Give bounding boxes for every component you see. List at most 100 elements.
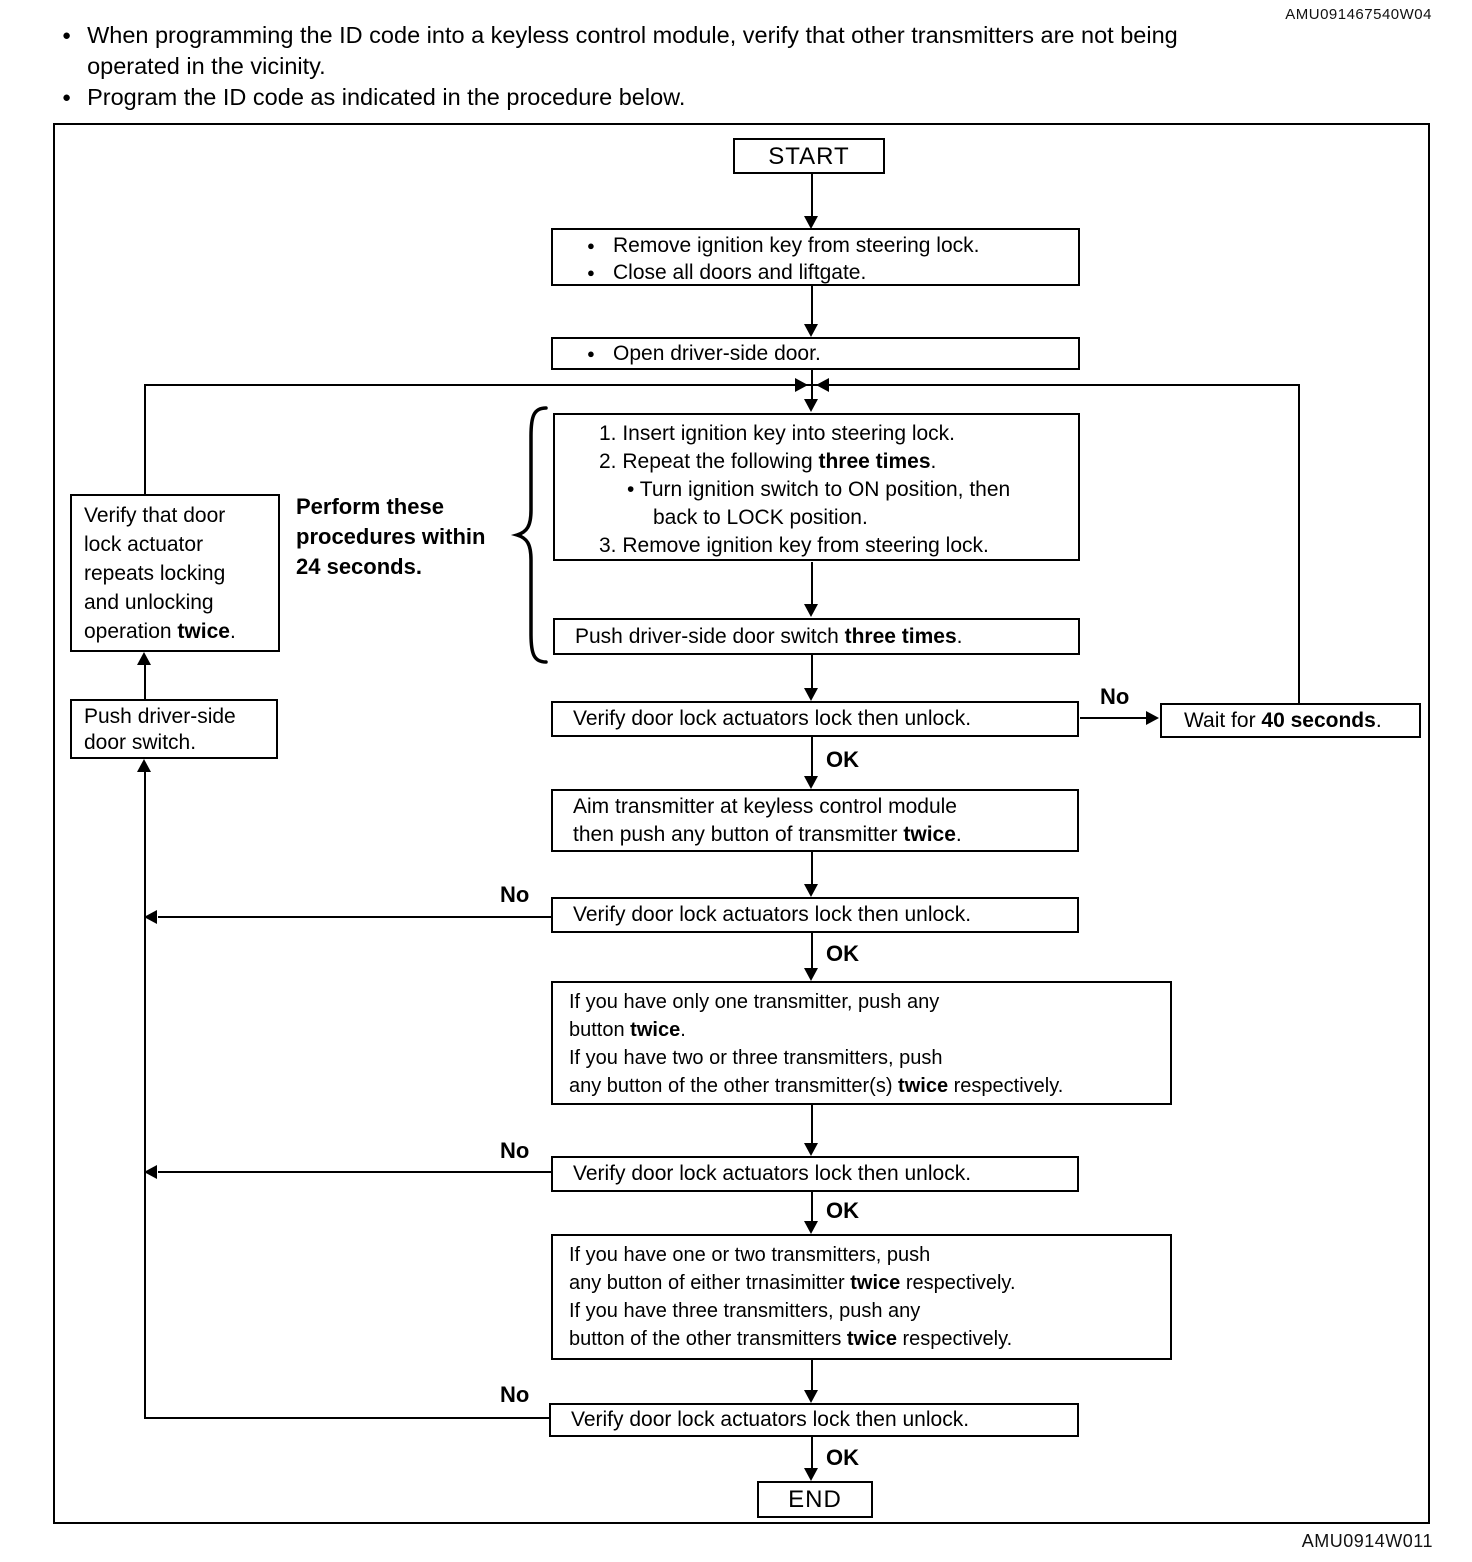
connector-line — [811, 1192, 813, 1221]
arrowhead-down — [804, 324, 818, 337]
bullet-icon: ● — [587, 238, 595, 253]
wait-box: Wait for 40 seconds. — [1160, 703, 1421, 738]
box-line: If you have one or two transmitters, pus… — [569, 1244, 931, 1266]
note-line: 24 seconds. — [296, 554, 422, 579]
intro-text: When programming the ID code into a keyl… — [87, 20, 1178, 82]
figure-code-top: AMU091467540W04 — [1285, 6, 1432, 23]
arrowhead-right — [1146, 711, 1159, 725]
step-line: back to LOCK position. — [653, 506, 868, 529]
connector-line — [811, 655, 813, 688]
box-line: lock actuator — [84, 533, 204, 556]
connector-line — [811, 852, 813, 884]
connector-line — [811, 1437, 813, 1468]
arrowhead-up — [137, 759, 151, 772]
box-line: then push any button of transmitter twic… — [573, 823, 962, 846]
timing-note: Perform these procedures within 24 secon… — [296, 492, 485, 582]
connector-line — [811, 562, 813, 604]
end-node: END — [757, 1481, 873, 1518]
aim-transmitter-box: Aim transmitter at keyless control modul… — [551, 789, 1079, 852]
loop-rail-line — [144, 772, 146, 1419]
flowchart-frame — [53, 123, 1430, 1524]
either-transmitter-box: If you have one or two transmitters, pus… — [551, 1234, 1172, 1360]
note-line: Perform these — [296, 494, 444, 519]
ok-label: OK — [826, 1445, 859, 1470]
box-line: any button of either trnasimitter twice … — [569, 1272, 1016, 1294]
step-line: ●Open driver-side door. — [553, 339, 1078, 369]
box-line: door switch. — [84, 731, 197, 754]
box-line: Push driver-side — [84, 705, 236, 728]
arrowhead-down — [804, 1390, 818, 1403]
note-line: procedures within — [296, 524, 486, 549]
box-line: If you have only one transmitter, push a… — [569, 991, 940, 1013]
prepare-step-box: ●Remove ignition key from steering lock.… — [551, 228, 1080, 286]
arrowhead-down — [804, 1143, 818, 1156]
arrowhead-right — [795, 378, 808, 392]
ok-label: OK — [826, 747, 859, 772]
box-line: Verify that door — [84, 504, 226, 527]
step-line: 1. Insert ignition key into steering loc… — [599, 422, 956, 445]
loop-rail-line — [144, 386, 146, 494]
arrowhead-left — [144, 1165, 157, 1179]
connector-line — [158, 1171, 551, 1173]
verify-box-1: Verify door lock actuators lock then unl… — [551, 701, 1079, 737]
step-line: ●Remove ignition key from steering lock. — [587, 234, 980, 257]
arrowhead-down — [804, 884, 818, 897]
box-line: any button of the other transmitter(s) t… — [569, 1075, 1064, 1097]
verify-repeat-box: Verify that door lock actuator repeats l… — [70, 494, 280, 652]
arrowhead-down — [804, 1221, 818, 1234]
step-line: 2. Repeat the following three times. — [599, 450, 937, 473]
bullet-icon: ● — [587, 346, 595, 361]
ok-label: OK — [826, 1198, 859, 1223]
push-switch-three-box: Push driver-side door switch three times… — [553, 618, 1080, 655]
connector-line — [144, 665, 146, 699]
key-procedure-box: 1. Insert ignition key into steering loc… — [553, 413, 1080, 561]
loop-rail-line — [1298, 385, 1300, 703]
connector-line — [811, 286, 813, 324]
arrowhead-left — [816, 378, 829, 392]
arrowhead-down — [804, 776, 818, 789]
box-line: button twice. — [569, 1019, 686, 1041]
bullet-icon: ● — [62, 27, 72, 44]
connector-line — [811, 1105, 813, 1143]
start-node: START — [733, 138, 885, 174]
verify-box-4: Verify door lock actuators lock then unl… — [549, 1403, 1079, 1437]
no-label: No — [1100, 684, 1130, 709]
arrowhead-down — [804, 968, 818, 981]
one-transmitter-box: If you have only one transmitter, push a… — [551, 981, 1172, 1105]
arrowhead-down — [804, 216, 818, 229]
intro-line: When programming the ID code into a keyl… — [87, 22, 1178, 48]
box-line: operation twice. — [84, 620, 236, 643]
connector-line — [811, 933, 813, 968]
intro-text: Program the ID code as indicated in the … — [87, 82, 685, 113]
connector-line — [144, 1417, 549, 1419]
arrowhead-down — [804, 399, 818, 412]
connector-line — [811, 737, 813, 776]
arrowhead-down — [804, 1468, 818, 1481]
bullet-icon: ● — [62, 89, 72, 106]
intro-line: Program the ID code as indicated in the … — [87, 84, 686, 110]
no-label: No — [500, 1138, 530, 1163]
arrowhead-up — [137, 652, 151, 665]
no-label: No — [500, 882, 530, 907]
ok-label: OK — [826, 941, 859, 966]
arrowhead-down — [804, 604, 818, 617]
box-line: button of the other transmitters twice r… — [569, 1328, 1013, 1350]
box-line: repeats locking — [84, 562, 226, 585]
connector-line — [1080, 717, 1146, 719]
step-line: 3. Remove ignition key from steering loc… — [599, 534, 989, 557]
push-switch-box: Push driver-side door switch. — [70, 699, 278, 759]
verify-box-2: Verify door lock actuators lock then unl… — [551, 897, 1079, 933]
connector-line — [811, 174, 813, 216]
connector-line — [158, 916, 551, 918]
no-label: No — [500, 1382, 530, 1407]
box-line: and unlocking — [84, 591, 214, 614]
arrowhead-left — [144, 910, 157, 924]
bullet-icon: ● — [587, 265, 595, 280]
verify-box-3: Verify door lock actuators lock then unl… — [551, 1156, 1079, 1192]
intro-bullet-1: ● When programming the ID code into a ke… — [62, 20, 1422, 82]
arrowhead-down — [804, 688, 818, 701]
figure-code-bottom: AMU0914W011 — [1301, 1531, 1433, 1551]
box-line: Aim transmitter at keyless control modul… — [573, 795, 957, 818]
intro-bullet-2: ● Program the ID code as indicated in th… — [62, 82, 1422, 113]
